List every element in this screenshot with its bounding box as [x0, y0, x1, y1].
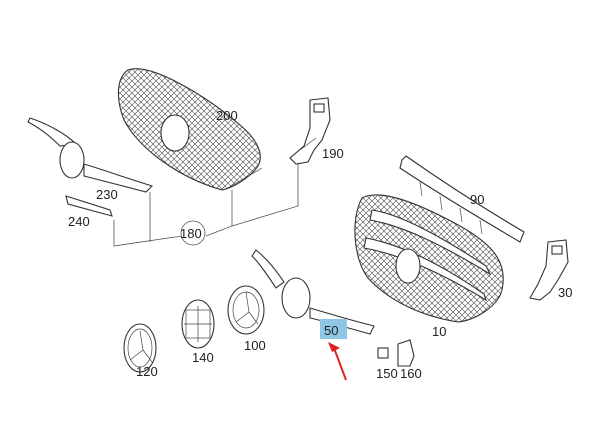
label-180: 180: [180, 226, 202, 241]
callout-180-lines: [113, 164, 299, 247]
strip-240: [65, 195, 113, 217]
label-150: 150: [376, 366, 398, 381]
label-160: 160: [400, 366, 422, 381]
trim-50: [251, 249, 375, 335]
emblem-100: [227, 285, 265, 335]
highlight-box: [320, 319, 347, 339]
label-50: 50: [324, 323, 338, 338]
label-10: 10: [432, 324, 446, 339]
bracket-190: [289, 97, 331, 165]
highlight-arrow: [328, 342, 347, 381]
clip-150: [377, 347, 389, 359]
emblem-120: [123, 323, 157, 373]
label-100: 100: [244, 338, 266, 353]
label-140: 140: [192, 350, 214, 365]
grille-200: [117, 68, 263, 191]
label-200: 200: [216, 108, 238, 123]
label-190: 190: [322, 146, 344, 161]
grille-10: [354, 194, 504, 323]
sensor-160: [397, 339, 415, 367]
label-30: 30: [558, 285, 572, 300]
label-240: 240: [68, 214, 90, 229]
label-230: 230: [96, 187, 118, 202]
bracket-30: [529, 239, 569, 301]
trim-230: [27, 117, 154, 193]
label-90: 90: [470, 192, 484, 207]
emblem-140: [181, 299, 215, 349]
strip-90: [399, 155, 525, 243]
label-120: 120: [136, 364, 158, 379]
